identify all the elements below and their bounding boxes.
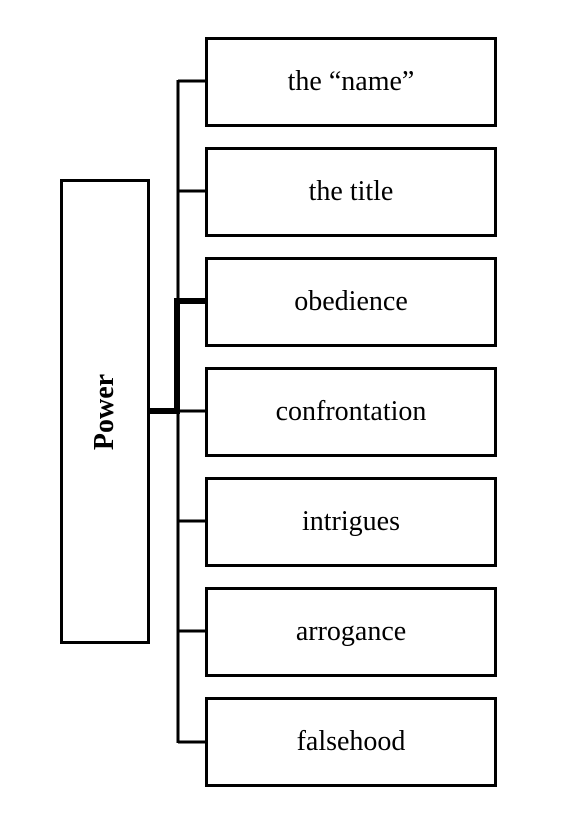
child-node-label: arrogance xyxy=(295,616,407,647)
child-node-label: falsehood xyxy=(296,726,406,757)
child-node-label: the title xyxy=(308,176,394,207)
child-node-intrigues: intrigues xyxy=(205,477,497,567)
child-node-the-name: the “name” xyxy=(205,37,497,127)
child-node-obedience: obedience xyxy=(205,257,497,347)
child-node-label: the “name” xyxy=(287,66,415,97)
child-node-the-title: the title xyxy=(205,147,497,237)
child-node-label: intrigues xyxy=(302,506,400,537)
child-node-arrogance: arrogance xyxy=(205,587,497,677)
child-node-falsehood: falsehood xyxy=(205,697,497,787)
root-node-power: Power xyxy=(60,179,150,644)
emphasized-path-obedience xyxy=(148,298,207,414)
root-node-label: Power xyxy=(89,373,120,450)
child-node-label: obedience xyxy=(294,286,408,317)
child-node-label: confrontation xyxy=(275,396,427,427)
child-node-confrontation: confrontation xyxy=(205,367,497,457)
